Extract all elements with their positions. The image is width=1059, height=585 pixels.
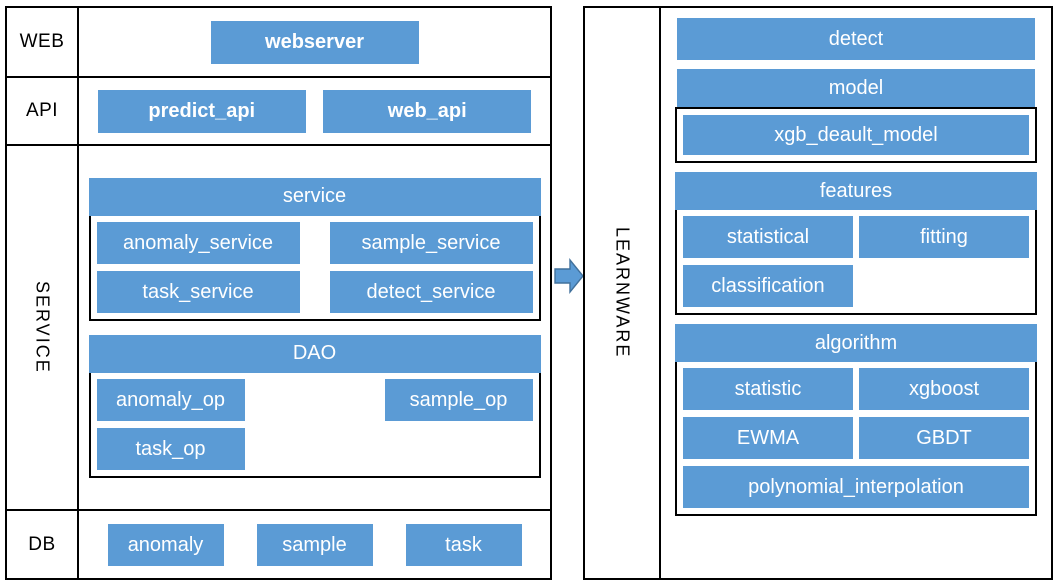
component-detect[interactable]: detect	[677, 18, 1035, 60]
group-service: service anomaly_service sample_service t…	[88, 177, 541, 321]
group-model-header: model	[677, 69, 1035, 107]
component-xgboost[interactable]: xgboost	[859, 368, 1029, 410]
layer-label-api: API	[7, 78, 79, 144]
learnware-label-text: LEARNWARE	[612, 227, 633, 359]
group-features-body: statistical fitting classification	[675, 210, 1037, 315]
group-dao-row-1: anomaly_op sample_op	[96, 378, 533, 421]
layer-label-web-text: WEB	[19, 31, 65, 52]
layer-body-service: service anomaly_service sample_service t…	[79, 146, 550, 509]
layer-row-web: WEB webserver	[7, 8, 550, 78]
component-detect-service[interactable]: detect_service	[329, 270, 533, 313]
layer-body-db: anomaly sample task	[79, 511, 550, 578]
group-dao-row-2: task_op	[96, 427, 533, 470]
component-task-service[interactable]: task_service	[96, 270, 300, 313]
component-sample-op[interactable]: sample_op	[384, 378, 533, 421]
component-web-api[interactable]: web_api	[323, 89, 532, 133]
learnware-row: LEARNWARE detect model xgb_deault_model	[585, 8, 1051, 578]
group-service-header: service	[88, 177, 541, 216]
right-arrow-icon	[554, 258, 584, 294]
layer-label-db: DB	[7, 511, 79, 578]
flow-arrow	[554, 258, 584, 294]
group-service-body: anomaly_service sample_service task_serv…	[88, 215, 541, 321]
layer-label-service-text: SERVICE	[32, 281, 53, 374]
layer-body-api: predict_api web_api	[79, 78, 550, 144]
group-features-header: features	[675, 172, 1037, 210]
group-algorithm-row-2: EWMA GBDT	[683, 417, 1029, 459]
group-features: features statistical fitting classificat…	[675, 172, 1037, 315]
group-service-row-2: task_service detect_service	[96, 270, 533, 313]
layer-label-db-text: DB	[28, 533, 56, 555]
group-features-row-1: statistical fitting	[683, 216, 1029, 258]
component-sample-service[interactable]: sample_service	[329, 221, 533, 264]
component-anomaly-service[interactable]: anomaly_service	[96, 221, 300, 264]
layer-row-api: API predict_api web_api	[7, 78, 550, 146]
component-xgb-deault-model[interactable]: xgb_deault_model	[683, 115, 1029, 155]
group-dao-header: DAO	[88, 334, 541, 373]
component-db-task[interactable]: task	[405, 523, 522, 566]
component-db-sample[interactable]: sample	[256, 523, 373, 566]
component-statistical[interactable]: statistical	[683, 216, 853, 258]
component-webserver[interactable]: webserver	[210, 20, 419, 64]
group-dao: DAO anomaly_op sample_op task_op	[88, 334, 541, 478]
group-algorithm-body: statistic xgboost EWMA GBDT polynomial_i…	[675, 362, 1037, 516]
component-anomaly-op[interactable]: anomaly_op	[96, 378, 245, 421]
learnware-label: LEARNWARE	[585, 8, 661, 578]
component-db-anomaly[interactable]: anomaly	[107, 523, 224, 566]
component-fitting[interactable]: fitting	[859, 216, 1029, 258]
group-algorithm-row-3: polynomial_interpolation	[683, 466, 1029, 508]
component-ewma[interactable]: EWMA	[683, 417, 853, 459]
group-algorithm-header: algorithm	[675, 324, 1037, 362]
group-algorithm-row-1: statistic xgboost	[683, 368, 1029, 410]
group-model: model xgb_deault_model	[675, 69, 1037, 163]
component-polynomial-interpolation[interactable]: polynomial_interpolation	[683, 466, 1029, 508]
layer-body-web: webserver	[79, 8, 550, 76]
group-algorithm: algorithm statistic xgboost EWMA GBDT po…	[675, 324, 1037, 516]
component-task-op[interactable]: task_op	[96, 427, 245, 470]
layer-label-api-text: API	[25, 100, 59, 121]
group-dao-body: anomaly_op sample_op task_op	[88, 372, 541, 478]
group-model-body: xgb_deault_model	[675, 107, 1037, 163]
group-service-row-1: anomaly_service sample_service	[96, 221, 533, 264]
component-classification[interactable]: classification	[683, 265, 853, 307]
left-architecture-panel: WEB webserver API predict_api web_api SE…	[5, 6, 552, 580]
layer-label-web: WEB	[7, 8, 79, 76]
right-learnware-panel: LEARNWARE detect model xgb_deault_model	[583, 6, 1053, 580]
layer-label-service: SERVICE	[7, 146, 79, 509]
layer-row-service: SERVICE service anomaly_service sample_s…	[7, 146, 550, 511]
component-statistic[interactable]: statistic	[683, 368, 853, 410]
component-predict-api[interactable]: predict_api	[97, 89, 306, 133]
component-gbdt[interactable]: GBDT	[859, 417, 1029, 459]
group-features-row-2: classification	[683, 265, 1029, 307]
group-model-row-1: xgb_deault_model	[683, 115, 1029, 155]
layer-row-db: DB anomaly sample task	[7, 511, 550, 578]
learnware-body: detect model xgb_deault_model features	[661, 8, 1051, 578]
